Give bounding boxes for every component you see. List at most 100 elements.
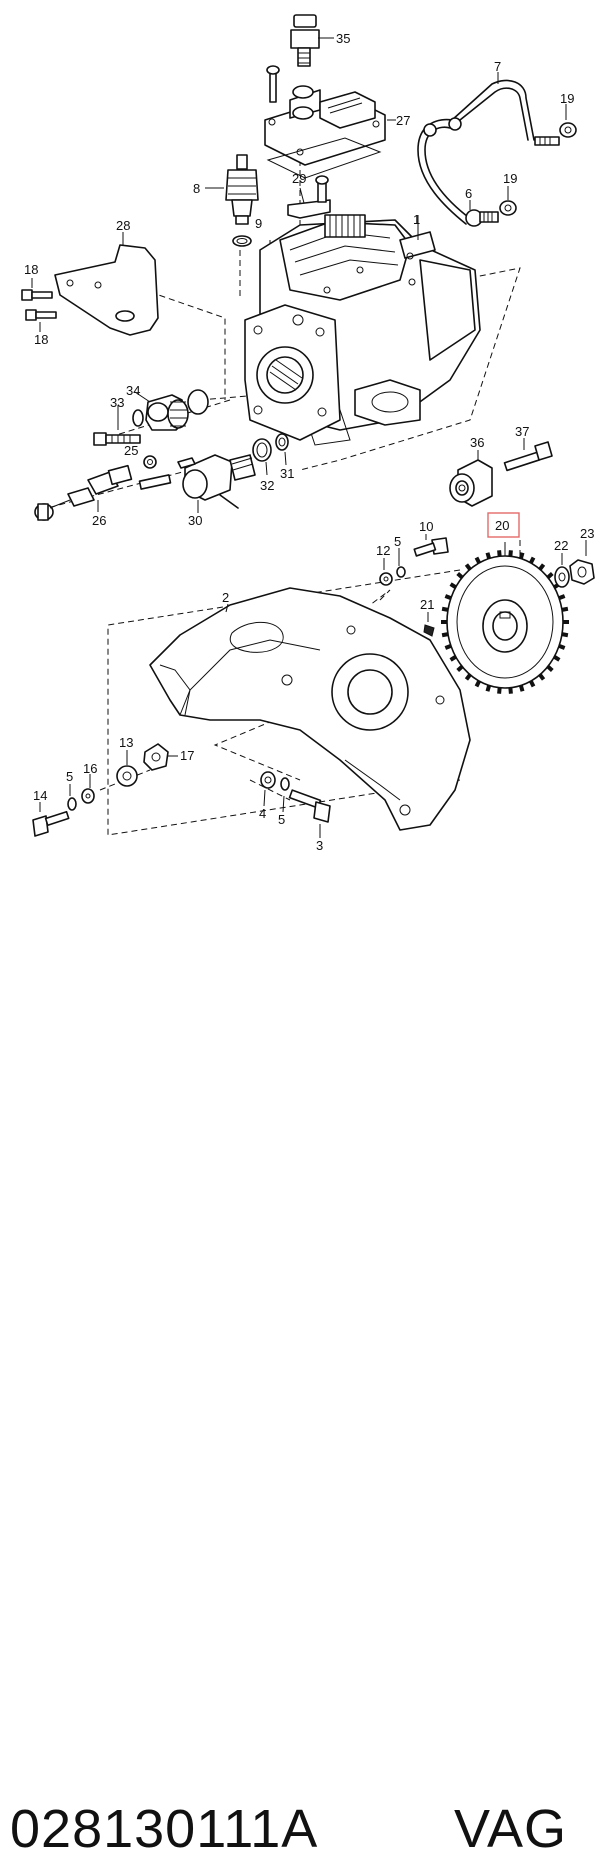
callout-25: 25 (124, 443, 138, 458)
callout-35: 35 (336, 31, 350, 46)
pulley-tooth (529, 680, 536, 688)
woodruff-key-21 (423, 612, 435, 637)
washer-25 (143, 455, 157, 469)
pulley-tooth (474, 680, 481, 688)
callout-27: 27 (396, 113, 410, 128)
callout-19-middle: 19 (503, 171, 517, 186)
pulley-tooth (553, 655, 561, 662)
bolts-18 (21, 278, 57, 332)
bracket-29 (287, 175, 331, 219)
callout-37: 37 (515, 424, 529, 439)
pump-top-cover-27 (264, 65, 396, 166)
callout-5-upper: 5 (394, 534, 401, 549)
callout-labels: 35 27 7 19 8 29 19 6 1 9 28 18 18 34 33 … (24, 31, 594, 853)
mounting-bracket-2 (149, 587, 471, 831)
part-caption: 028130111A VAG (0, 900, 600, 1859)
pump-front-flange (244, 304, 341, 441)
pulley-tooth (444, 594, 452, 601)
part-number: 028130111A (10, 1799, 319, 1859)
bracket-plate-28 (54, 232, 159, 336)
pulley-tooth (485, 552, 492, 560)
pulley-tooth (538, 673, 546, 681)
pulley-tooth (546, 572, 554, 580)
bolt-10 (413, 534, 449, 557)
callout-4: 4 (259, 806, 266, 821)
banjo-bolt-6 (465, 200, 499, 227)
callout-34: 34 (126, 383, 140, 398)
solenoid-valve-8 (205, 154, 259, 225)
washer-22 (554, 553, 570, 588)
callout-32: 32 (260, 478, 274, 493)
pulley-tooth (441, 606, 449, 612)
washer-19-middle (499, 186, 517, 216)
banjo-bolt-35 (290, 14, 334, 67)
rubber-mount-36 (449, 450, 493, 507)
pulley-tooth (529, 556, 536, 564)
callout-19-top: 19 (560, 91, 574, 106)
brand-label: VAG (454, 1799, 568, 1859)
pulley-tooth (538, 563, 546, 571)
pulley-tooth (441, 632, 449, 638)
cold-start-device-30 (138, 454, 256, 513)
callout-7: 7 (494, 59, 501, 74)
callout-14: 14 (33, 788, 47, 803)
callout-16: 16 (83, 761, 97, 776)
pulley-tooth (485, 684, 492, 692)
pulley-tooth (497, 550, 502, 557)
callout-36: 36 (470, 435, 484, 450)
bolt-33 (93, 405, 141, 446)
nut-17 (143, 743, 178, 771)
pulley-tooth (456, 664, 464, 672)
callout-22: 22 (554, 538, 568, 553)
spring-washer-5c (280, 777, 290, 813)
o-ring-31 (275, 433, 289, 466)
callout-1: 1 (413, 212, 420, 227)
pulley-tooth (497, 687, 502, 694)
pulley-tooth (508, 687, 513, 694)
pulley-tooth (561, 606, 569, 612)
pulley-tooth (546, 664, 554, 672)
callout-8: 8 (193, 181, 200, 196)
bolt-14 (32, 802, 70, 837)
sensor-26 (34, 464, 133, 521)
pulley-tooth (508, 550, 513, 557)
callout-5-lower: 5 (278, 812, 285, 827)
pulley-tooth (449, 582, 457, 589)
callout-28: 28 (116, 218, 130, 233)
pulley-tooth (474, 556, 481, 564)
pulley-tooth (444, 643, 452, 650)
spring-washer-5b (67, 784, 77, 811)
pulley-tooth (518, 552, 525, 560)
callout-17: 17 (180, 748, 194, 763)
return-pipe-7 (417, 72, 535, 225)
o-ring-32 (252, 438, 272, 476)
callout-29: 29 (292, 171, 306, 186)
callout-21: 21 (420, 597, 434, 612)
callout-13: 13 (119, 735, 133, 750)
callout-12: 12 (376, 543, 390, 558)
toothed-pulley-20 (441, 542, 569, 694)
valve-34 (132, 389, 209, 431)
cover-gasket (266, 137, 382, 179)
callout-18-top: 18 (24, 262, 38, 277)
callout-31: 31 (280, 466, 294, 481)
pulley-tooth (561, 632, 569, 638)
washer-4 (260, 771, 276, 807)
callout-20: 20 (495, 518, 509, 533)
callout-5-left: 5 (66, 769, 73, 784)
washer-12 (379, 558, 393, 586)
bushing-13 (116, 750, 138, 787)
callout-3: 3 (316, 838, 323, 853)
nut-23 (569, 540, 595, 585)
pulley-tooth (456, 572, 464, 580)
callout-10: 10 (419, 519, 433, 534)
callout-6: 6 (465, 186, 472, 201)
exploded-parts-diagram: 35 27 7 19 8 29 19 6 1 9 28 18 18 34 33 … (0, 0, 600, 900)
callout-9: 9 (255, 216, 262, 231)
highlight-box-20 (487, 512, 520, 538)
pulley-tooth (558, 594, 566, 601)
callout-23: 23 (580, 526, 594, 541)
pulley-tooth (464, 673, 472, 681)
bolt-and-washer-19-top (534, 104, 577, 146)
o-ring-9 (232, 235, 252, 247)
